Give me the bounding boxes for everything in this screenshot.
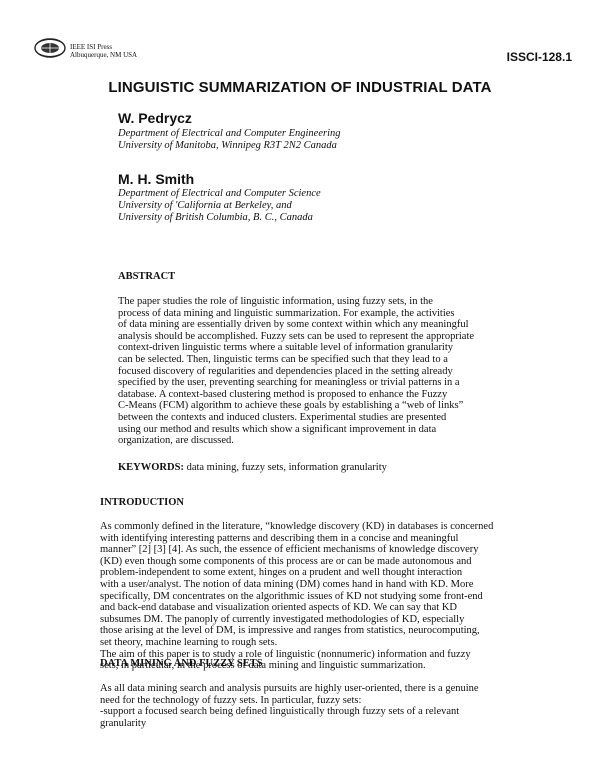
introduction-body: As commonly defined in the literature, “…	[100, 521, 532, 672]
text-line: focused discovery of regularities and de…	[118, 365, 453, 377]
affiliation-line: Department of Electrical and Computer Sc…	[118, 188, 321, 199]
text-line: As all data mining search and analysis p…	[100, 683, 479, 694]
text-line: sets, in particular, in the process of d…	[100, 660, 426, 672]
text-line: can be selected. Then, linguistic terms …	[118, 353, 448, 365]
text-line: specified by the user, preventing search…	[118, 377, 460, 389]
text-line: (KD) even though some components of this…	[100, 555, 472, 567]
text-line: organization, are discussed.	[118, 435, 234, 447]
section-heading-abstract: ABSTRACT	[118, 271, 176, 282]
text-line: using our method and results which show …	[118, 423, 437, 435]
text-line: and back-end database and visualization …	[100, 602, 457, 614]
text-line: subsumes DM. The panoply of currently in…	[100, 613, 465, 625]
text-line: specifically, DM concentrates on the alg…	[100, 590, 483, 602]
data-mining-body: As all data mining search and analysis p…	[100, 683, 532, 729]
press-location: Albuquerque, NM USA	[70, 51, 138, 59]
text-line: those arising at the level of DM, is imp…	[100, 625, 480, 637]
keywords: KEYWORDS: data mining, fuzzy sets, infor…	[118, 462, 387, 473]
text-line: between the contexts and induced cluster…	[118, 411, 447, 423]
author-name: W. Pedrycz	[118, 110, 192, 126]
text-line: manner” [2] [3] [4]. As such, the essenc…	[100, 544, 479, 556]
text-line: process of data mining and linguistic su…	[118, 307, 455, 319]
text-line: problem-independent to some extent, hing…	[100, 567, 463, 579]
section-heading-introduction: INTRODUCTION	[100, 497, 185, 508]
affiliation-line: University of Manitoba, Winnipeg R3T 2N2…	[118, 140, 337, 151]
text-line: The aim of this paper is to study a role…	[100, 648, 471, 660]
abstract-body: The paper studies the role of linguistic…	[118, 296, 510, 447]
text-line: database. A context-based clustering met…	[118, 388, 448, 400]
keywords-text: data mining, fuzzy sets, information gra…	[183, 462, 387, 473]
text-line: granularity	[100, 717, 147, 729]
publisher-info: IEEE ISI Press Albuquerque, NM USA	[70, 43, 137, 59]
author-name: M. H. Smith	[118, 171, 195, 187]
text-line: As commonly defined in the literature, “…	[100, 521, 494, 532]
author-affiliation: Department of Electrical and Computer En…	[118, 128, 341, 152]
text-line: need for the technology of fuzzy sets. I…	[100, 694, 362, 706]
paper-title: LINGUISTIC SUMMARIZATION OF INDUSTRIAL D…	[108, 79, 492, 96]
document-code: ISSCI-128.1	[506, 50, 572, 64]
affiliation-line: Department of Electrical and Computer En…	[118, 128, 341, 139]
text-line: with identifying interesting patterns an…	[100, 532, 459, 544]
affiliation-line: University of 'California at Berkeley, a…	[118, 200, 292, 211]
text-line: analysis should be accomplished. Fuzzy s…	[118, 330, 475, 342]
author-affiliation: Department of Electrical and Computer Sc…	[118, 188, 321, 224]
text-line: -support a focused search being defined …	[100, 706, 460, 718]
text-line: of data mining are essentially driven by…	[118, 319, 469, 331]
text-line: The paper studies the role of linguistic…	[118, 296, 433, 307]
text-line: C-Means (FCM) algorithm to achieve these…	[118, 400, 464, 412]
affiliation-line: University of British Columbia, B. C., C…	[118, 212, 313, 223]
text-line: with a user/analyst. The notion of data …	[100, 578, 474, 590]
text-line: context-driven linguistic terms where a …	[118, 342, 454, 354]
text-line: set theory, machine learning to rough se…	[100, 636, 278, 648]
section-heading-data-mining: DATA MINING AND FUZZY SETS	[100, 658, 263, 669]
keywords-label: KEYWORDS:	[118, 462, 184, 473]
publisher-logo-icon	[34, 38, 66, 58]
press-name: IEEE ISI Press	[70, 43, 112, 51]
